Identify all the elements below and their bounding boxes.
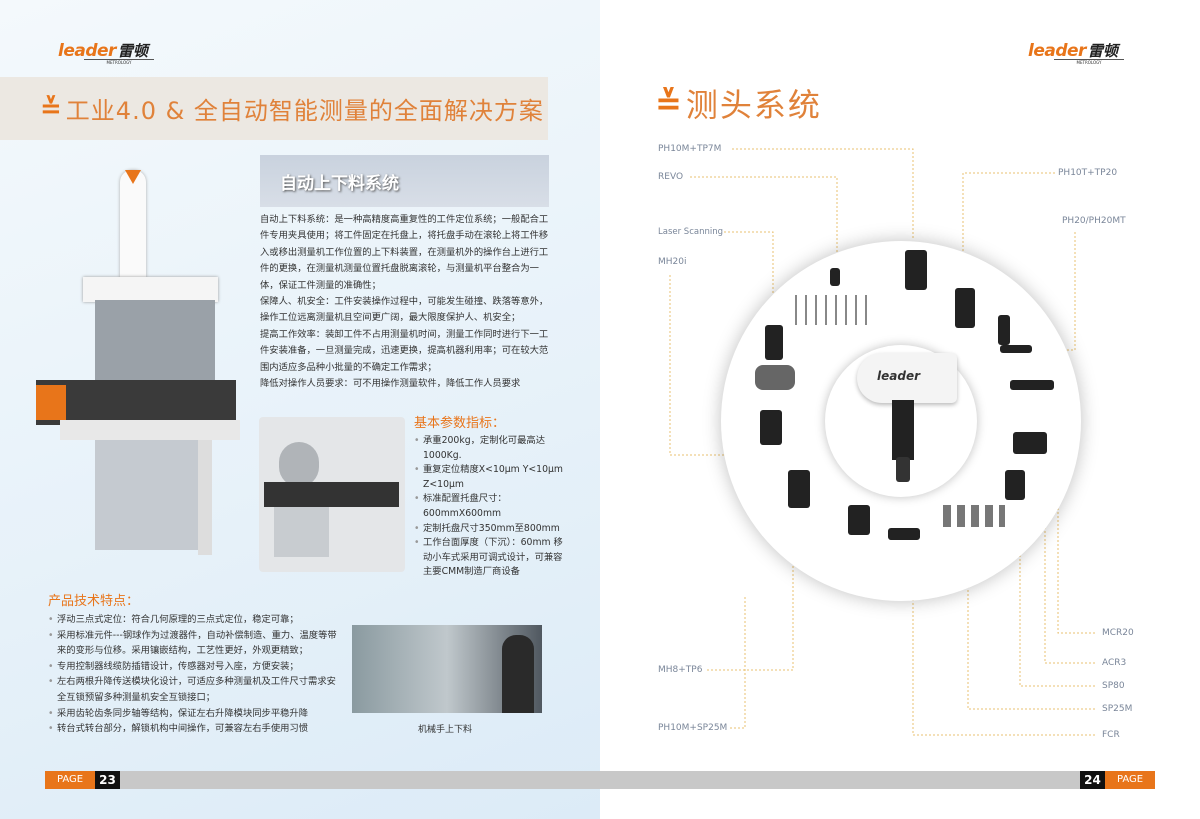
logo-sub: METROLOGY xyxy=(1054,59,1124,65)
features-title: 产品技术特点： xyxy=(48,594,140,609)
section-title-box: 自动上下料系统 xyxy=(260,155,549,207)
page-footer-bar xyxy=(45,771,1155,789)
brand-logo: leader 雷顿 METROLOGY xyxy=(58,40,154,65)
feature-item: 采用标准元件---钢球作为过渡器件，自动补偿制造、重力、温度等带来的变形与位移。… xyxy=(48,628,338,659)
params-section: 基本参数指标： 承重200kg，定制化可最高达1000Kg. 重复定位精度X<1… xyxy=(414,412,564,580)
probe-label: PH10M+SP25M xyxy=(658,723,728,733)
features-section: 产品技术特点： 浮动三点式定位：符合几何原理的三点式定位，稳定可靠； 采用标准元… xyxy=(48,590,338,737)
probe-label: Laser Scanning xyxy=(658,227,723,237)
robot-loading-photo xyxy=(352,625,542,713)
feature-item: 左右两根升降传送模块化设计，可适应多种测量机及工件尺寸需求安全互锁预留多种测量机… xyxy=(48,674,338,705)
right-title: ≚ 测头系统 xyxy=(655,80,822,126)
probe-label: PH10T+TP20 xyxy=(1058,168,1118,178)
chevron-down-icon: ≚ xyxy=(655,84,682,122)
logo-cn: 雷顿 xyxy=(117,42,148,60)
leader-line xyxy=(1019,500,1095,687)
page-number: 23 xyxy=(95,771,120,789)
leader-line xyxy=(1044,440,1095,664)
probe-label: MCR20 xyxy=(1102,628,1134,638)
leader-line xyxy=(690,176,838,265)
chevron-down-icon: ≚ xyxy=(40,93,62,124)
feature-item: 转台式转台部分，解锁机构中间操作，可兼容左右手使用习惯 xyxy=(48,721,338,737)
leader-line xyxy=(707,540,794,671)
probe-label: PH10M+TP7M xyxy=(658,144,722,154)
desc-paragraph: 保障人、机安全：工件安装操作过程中，可能发生碰撞、跌落等意外，操作工位远离测量机… xyxy=(260,296,549,324)
probe-label: ACR3 xyxy=(1102,658,1127,668)
loading-station-image xyxy=(259,417,405,572)
robot-caption: 机械手上下料 xyxy=(418,725,473,735)
page-label: PAGE xyxy=(1105,771,1155,789)
logo-sub: METROLOGY xyxy=(84,59,154,65)
probe-label: MH8+TP6 xyxy=(658,665,703,675)
logo-text: leader xyxy=(58,41,116,61)
desc-paragraph: 自动上下料系统：是一种高精度高重复性的工件定位系统；一般配合工件专用夹具使用；将… xyxy=(260,214,549,291)
logo-text: leader xyxy=(1028,41,1086,61)
center-logo: leader xyxy=(877,369,920,383)
probe-label: REVO xyxy=(658,172,684,182)
left-page: leader 雷顿 METROLOGY ≚ 工业4.0 & 全自动智能测量的全面… xyxy=(0,0,600,819)
leader-line xyxy=(912,580,1095,736)
feature-item: 浮动三点式定位：符合几何原理的三点式定位，稳定可靠； xyxy=(48,612,338,628)
params-title: 基本参数指标： xyxy=(414,416,506,431)
center-probe-circle: leader xyxy=(825,345,977,497)
leader-line xyxy=(962,172,1055,290)
leader-line xyxy=(730,595,746,729)
brand-logo: leader 雷顿 METROLOGY xyxy=(1028,40,1124,65)
feature-item: 采用齿轮齿条同步轴等结构，保证左右升降模块同步平稳升降 xyxy=(48,706,338,722)
probe-label: SP80 xyxy=(1102,681,1125,691)
description: 自动上下料系统：是一种高精度高重复性的工件定位系统；一般配合工件专用夹具使用；将… xyxy=(260,212,552,392)
param-item: 重复定位精度X<10μm Y<10μm Z<10μm xyxy=(414,463,564,492)
leader-line xyxy=(732,148,914,240)
desc-paragraph: 提高工作效率：装卸工件不占用测量机时间，测量工作同时进行下一工件安装准备，一旦测… xyxy=(260,328,549,373)
probe-label: SP25M xyxy=(1102,704,1133,714)
page-number: 24 xyxy=(1080,771,1105,789)
param-item: 标准配置托盘尺寸：600mmX600mm xyxy=(414,492,564,521)
probe-label: FCR xyxy=(1102,730,1120,740)
logo-cn: 雷顿 xyxy=(1087,42,1118,60)
probe-label: MH20i xyxy=(658,257,687,267)
banner: ≚ 工业4.0 & 全自动智能测量的全面解决方案 xyxy=(0,77,548,140)
leader-line xyxy=(724,231,774,325)
banner-title: 工业4.0 & 全自动智能测量的全面解决方案 xyxy=(65,97,544,125)
probe-label: PH20/PH20MT xyxy=(1062,216,1126,226)
param-item: 承重200kg，定制化可最高达1000Kg. xyxy=(414,434,564,463)
feature-item: 专用控制器线缆防插错设计，传感器对号入座，方便安装； xyxy=(48,659,338,675)
section-title: 自动上下料系统 xyxy=(280,174,399,194)
desc-paragraph: 降低对操作人员要求：可不用操作测量软件，降低工作人员要求 xyxy=(260,378,521,390)
leader-line xyxy=(967,545,1095,710)
page-title: 测头系统 xyxy=(685,86,822,124)
param-item: 工作台面厚度（下沉）：60mm 移动小车式采用可调式设计，可兼容主要CMM制造厂… xyxy=(414,536,564,580)
param-item: 定制托盘尺寸350mm至800mm xyxy=(414,522,564,537)
page-label: PAGE xyxy=(45,771,95,789)
